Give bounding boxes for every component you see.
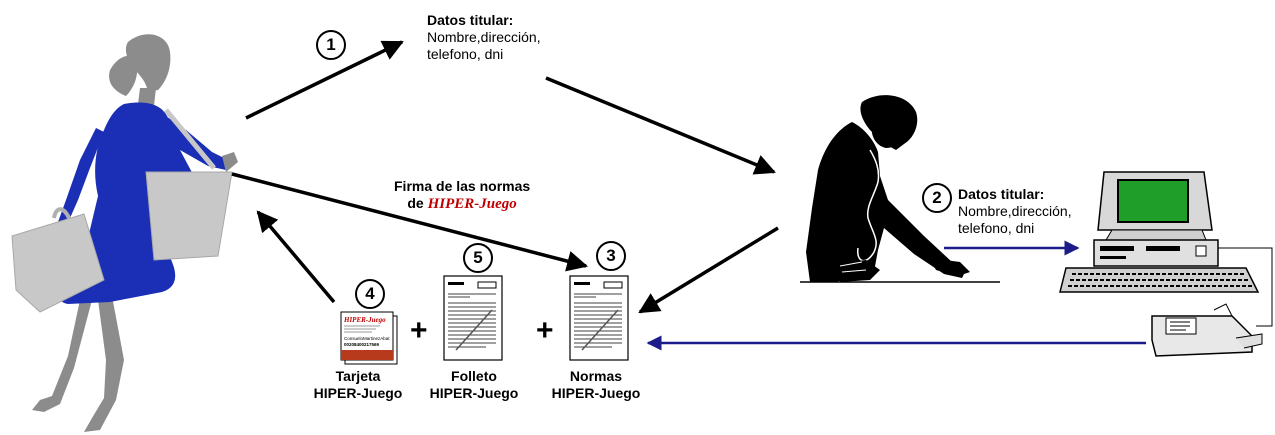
customer-woman-figure bbox=[11, 34, 238, 432]
card-caption-line1: Tarjeta bbox=[335, 368, 381, 384]
signature-brand: HIPER-Juego bbox=[427, 196, 517, 212]
arrow-data-to-operator bbox=[545, 76, 776, 175]
computer-illustration bbox=[1059, 171, 1273, 327]
data-right-title: Datos titular: bbox=[958, 186, 1045, 202]
data-label-right: Datos titular: Nombre,dirección, telefon… bbox=[958, 186, 1072, 237]
card-caption-line2: HIPER-Juego bbox=[313, 385, 403, 401]
rules-caption-line1: Normas bbox=[569, 368, 623, 384]
brochure-graphic bbox=[443, 275, 503, 361]
step-1-badge: 1 bbox=[316, 30, 346, 60]
arrow-card-to-customer bbox=[256, 210, 336, 304]
data-label-top: Datos titular: Nombre,dirección, telefon… bbox=[427, 12, 541, 63]
data-top-line2: telefono, dni bbox=[427, 46, 504, 62]
arrow-operator-to-rules bbox=[638, 226, 779, 314]
card-graphic: HIPER-Juego ConsueloMartinezAbat 0020840… bbox=[340, 311, 398, 365]
card-brand-text: HIPER-Juego bbox=[343, 316, 386, 324]
card-number-text: 00208400217569 bbox=[344, 342, 380, 347]
step-2-badge: 2 bbox=[922, 183, 952, 213]
card-holder-text: ConsueloMartinezAbat bbox=[344, 336, 390, 341]
rules-document-graphic bbox=[569, 275, 629, 361]
rules-caption-line2: HIPER-Juego bbox=[551, 385, 641, 401]
arrow-customer-to-rules bbox=[231, 172, 589, 272]
plus-sign-2: + bbox=[536, 314, 554, 347]
printer-illustration bbox=[1151, 303, 1263, 357]
step-4-badge: 4 bbox=[355, 279, 385, 309]
step-3-badge: 3 bbox=[596, 241, 626, 271]
step-5-badge: 5 bbox=[463, 243, 493, 273]
data-right-line1: Nombre,dirección, bbox=[958, 203, 1072, 219]
rules-caption: Normas HIPER-Juego bbox=[546, 368, 646, 402]
data-right-line2: telefono, dni bbox=[958, 220, 1035, 236]
card-caption: Tarjeta HIPER-Juego bbox=[308, 368, 408, 402]
signature-line1: Firma de las normas bbox=[394, 178, 531, 194]
brochure-caption: Folleto HIPER-Juego bbox=[424, 368, 524, 402]
brochure-caption-line2: HIPER-Juego bbox=[429, 385, 519, 401]
operator-figure bbox=[800, 95, 1000, 283]
signature-prefix: de bbox=[407, 195, 428, 211]
signature-label: Firma de las normas de HIPER-Juego bbox=[394, 178, 530, 213]
data-top-title: Datos titular: bbox=[427, 12, 514, 28]
data-top-line1: Nombre,dirección, bbox=[427, 29, 541, 45]
plus-sign-1: + bbox=[410, 314, 428, 347]
arrow-customer-to-data bbox=[245, 40, 404, 120]
brochure-caption-line1: Folleto bbox=[451, 368, 497, 384]
